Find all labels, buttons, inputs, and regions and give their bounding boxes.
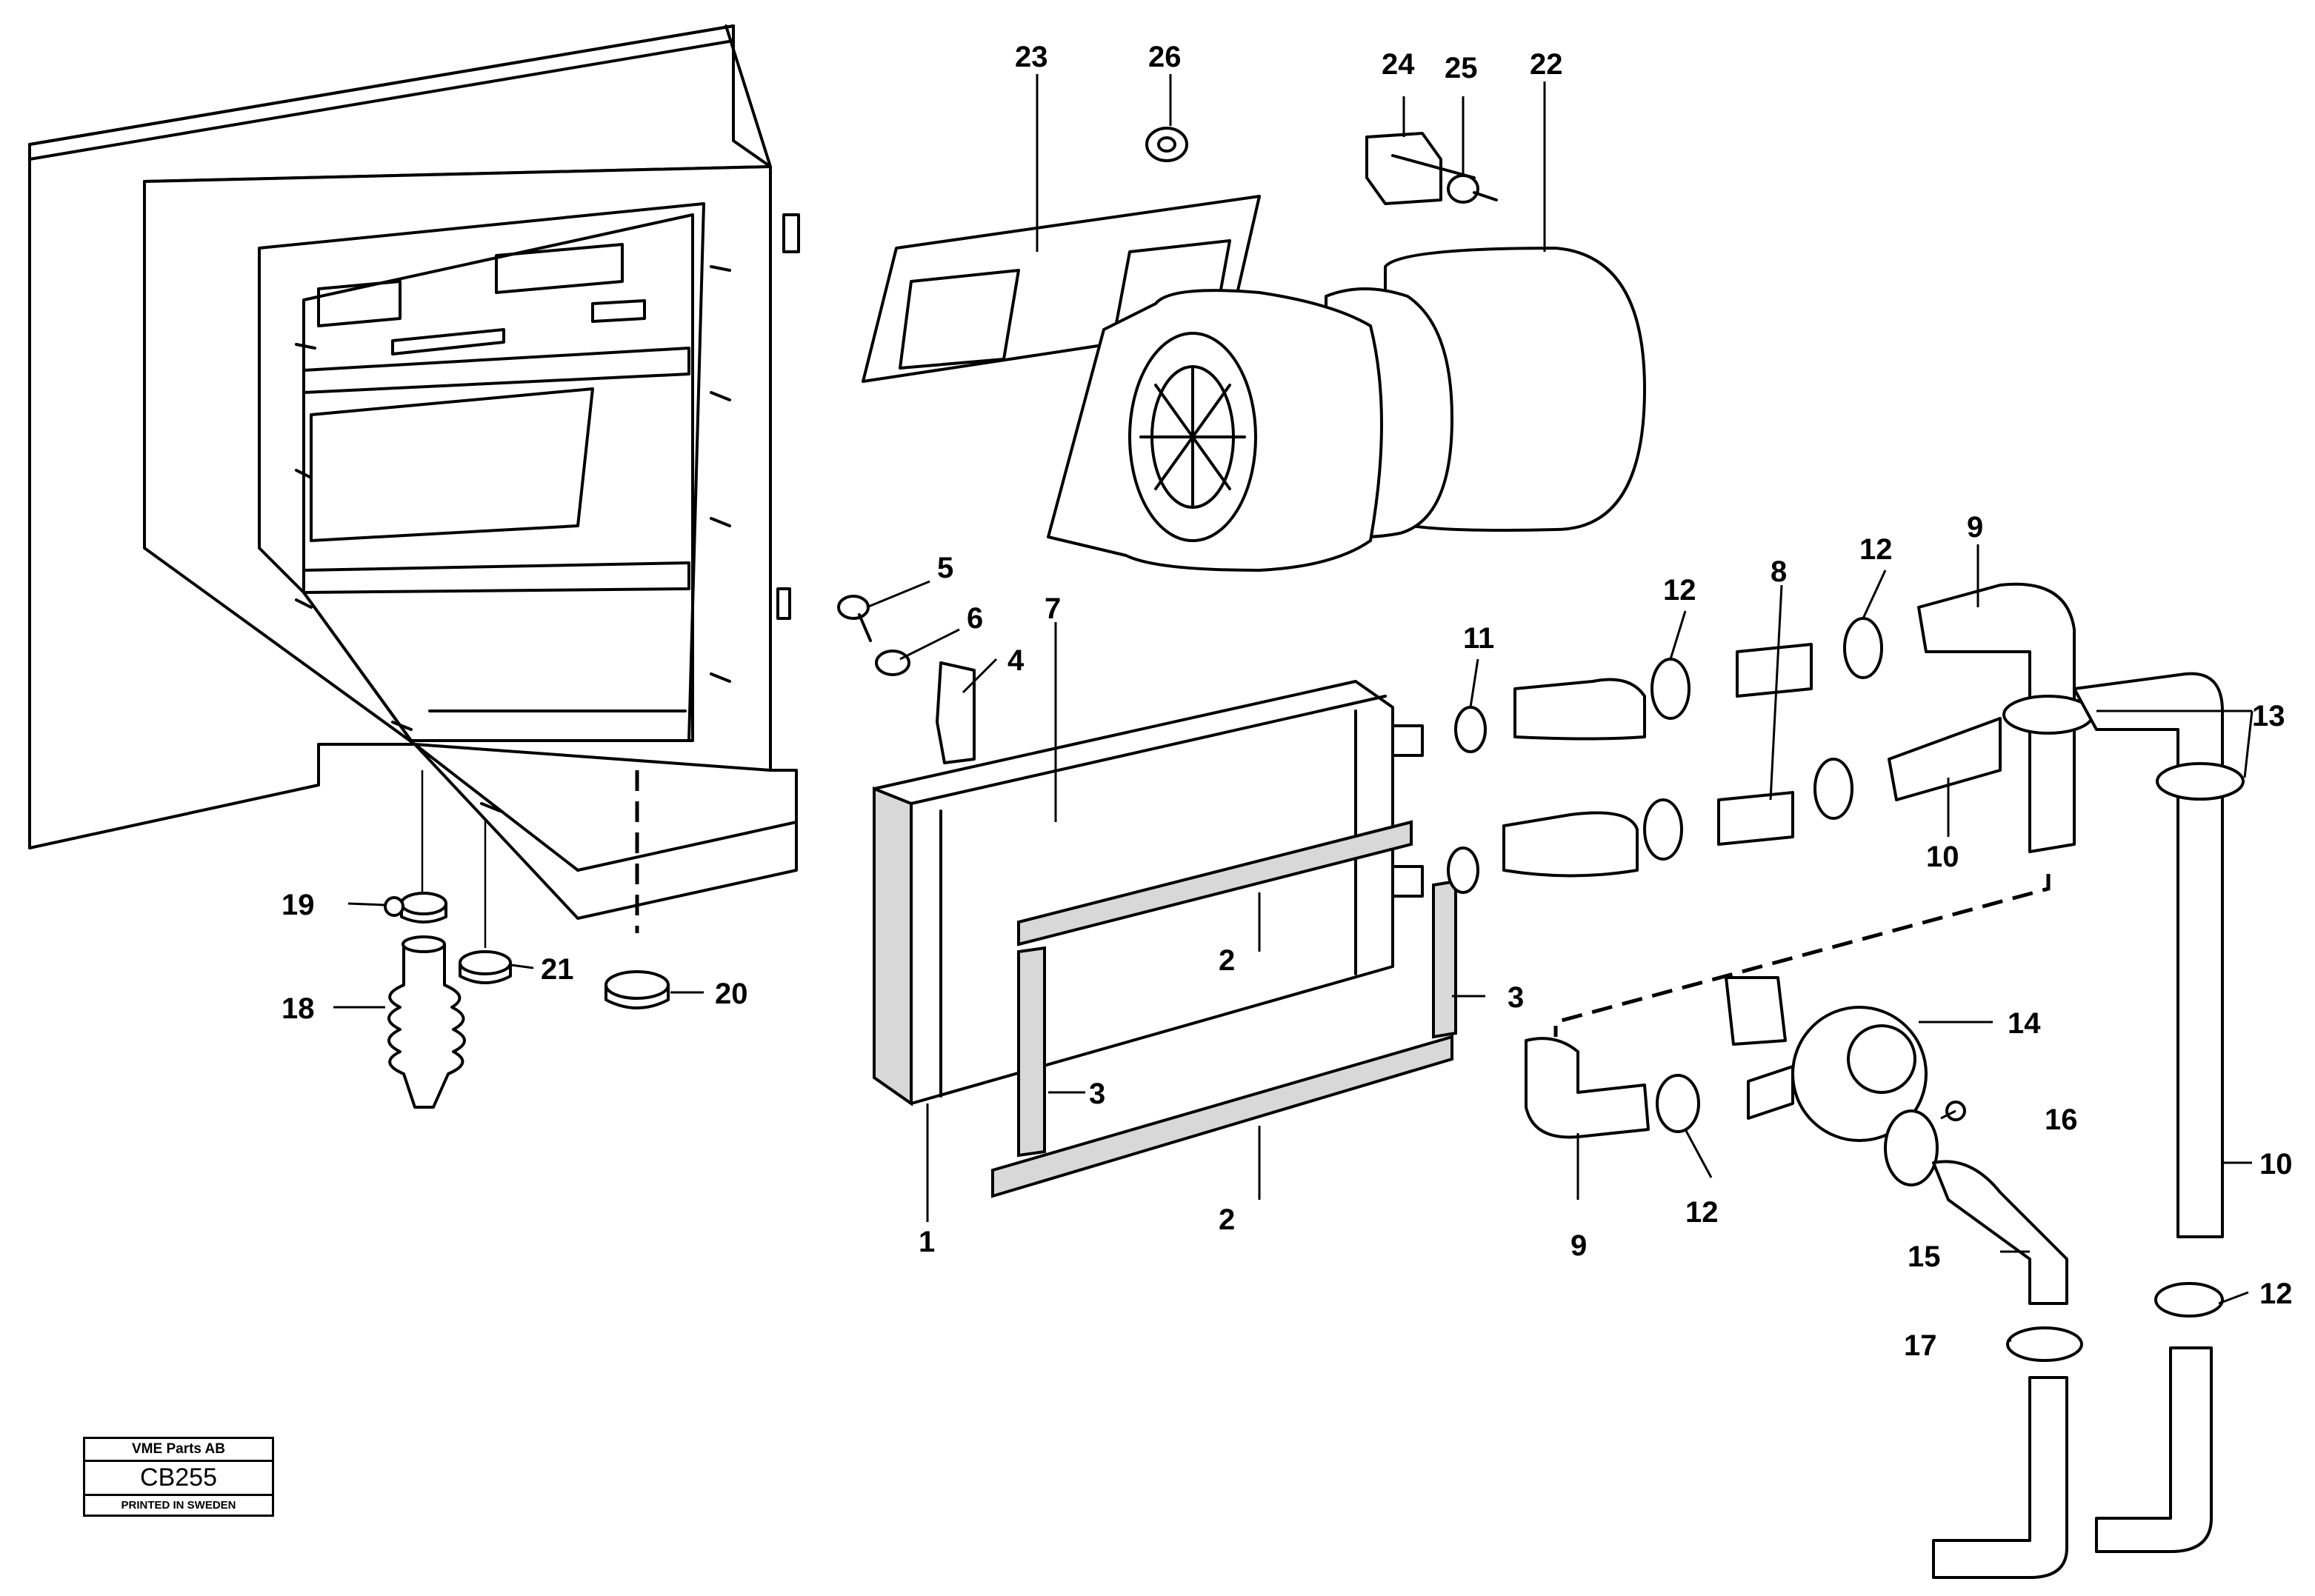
callout-10: 10: [2259, 1148, 2293, 1181]
callout-14: 14: [2008, 1007, 2041, 1040]
stamp-code: CB255: [85, 1462, 272, 1496]
right-pipe: [2073, 672, 2245, 1553]
bracket-4-bolt-5-washer-6: [837, 595, 976, 764]
callout-17: 17: [1904, 1329, 1937, 1362]
callout-3: 3: [1508, 981, 1524, 1014]
callout-12: 12: [1663, 574, 1696, 607]
callout-labels: 1 2 2 3 3 4 5 6 7 8 9 9 10 10 11 12 12 1…: [282, 41, 2293, 1362]
upper-hoses-clamps: [1447, 582, 2094, 894]
washer-26: [1145, 127, 1188, 162]
callout-25: 25: [1445, 52, 1478, 84]
stamp-company: VME Parts AB: [85, 1439, 272, 1462]
callout-22: 22: [1530, 48, 1563, 81]
callout-19: 19: [282, 889, 315, 921]
callout-6: 6: [967, 602, 983, 635]
callout-8: 8: [1771, 555, 1787, 588]
callout-2: 2: [1219, 1203, 1235, 1236]
callout-16: 16: [2045, 1103, 2078, 1136]
callout-1: 1: [919, 1226, 935, 1258]
callout-11: 11: [1463, 622, 1494, 655]
pump-and-lower-hoses: [1525, 976, 2083, 1579]
callout-10: 10: [1926, 841, 1959, 873]
callout-4: 4: [1007, 644, 1025, 677]
callout-21: 21: [541, 953, 574, 986]
callout-24: 24: [1382, 48, 1415, 81]
callout-7: 7: [1045, 592, 1061, 625]
heater-housing: [28, 24, 800, 920]
callout-15: 15: [1908, 1241, 1941, 1273]
callout-20: 20: [715, 978, 748, 1010]
leader-lines: [333, 74, 2254, 1342]
drain-parts: [384, 892, 670, 1109]
callout-12: 12: [1859, 533, 1893, 566]
callout-2: 2: [1219, 944, 1235, 977]
stamp-printed: PRINTED IN SWEDEN: [121, 1499, 236, 1512]
callout-26: 26: [1148, 41, 1182, 73]
bracket-24: [1365, 132, 1498, 205]
callout-9: 9: [1967, 511, 1983, 544]
callout-23: 23: [1015, 41, 1048, 73]
callout-3: 3: [1089, 1078, 1105, 1110]
callout-9: 9: [1570, 1229, 1587, 1262]
callout-18: 18: [282, 992, 315, 1025]
publisher-stamp: VME Parts AB CB255 PRINTED IN SWEDEN: [83, 1437, 274, 1517]
callout-5: 5: [937, 552, 953, 584]
callout-13: 13: [2252, 700, 2285, 732]
callout-12: 12: [2259, 1278, 2293, 1310]
blower-fan: [1047, 247, 1646, 572]
seal-strips: [991, 820, 1457, 1198]
callout-12: 12: [1685, 1196, 1719, 1229]
